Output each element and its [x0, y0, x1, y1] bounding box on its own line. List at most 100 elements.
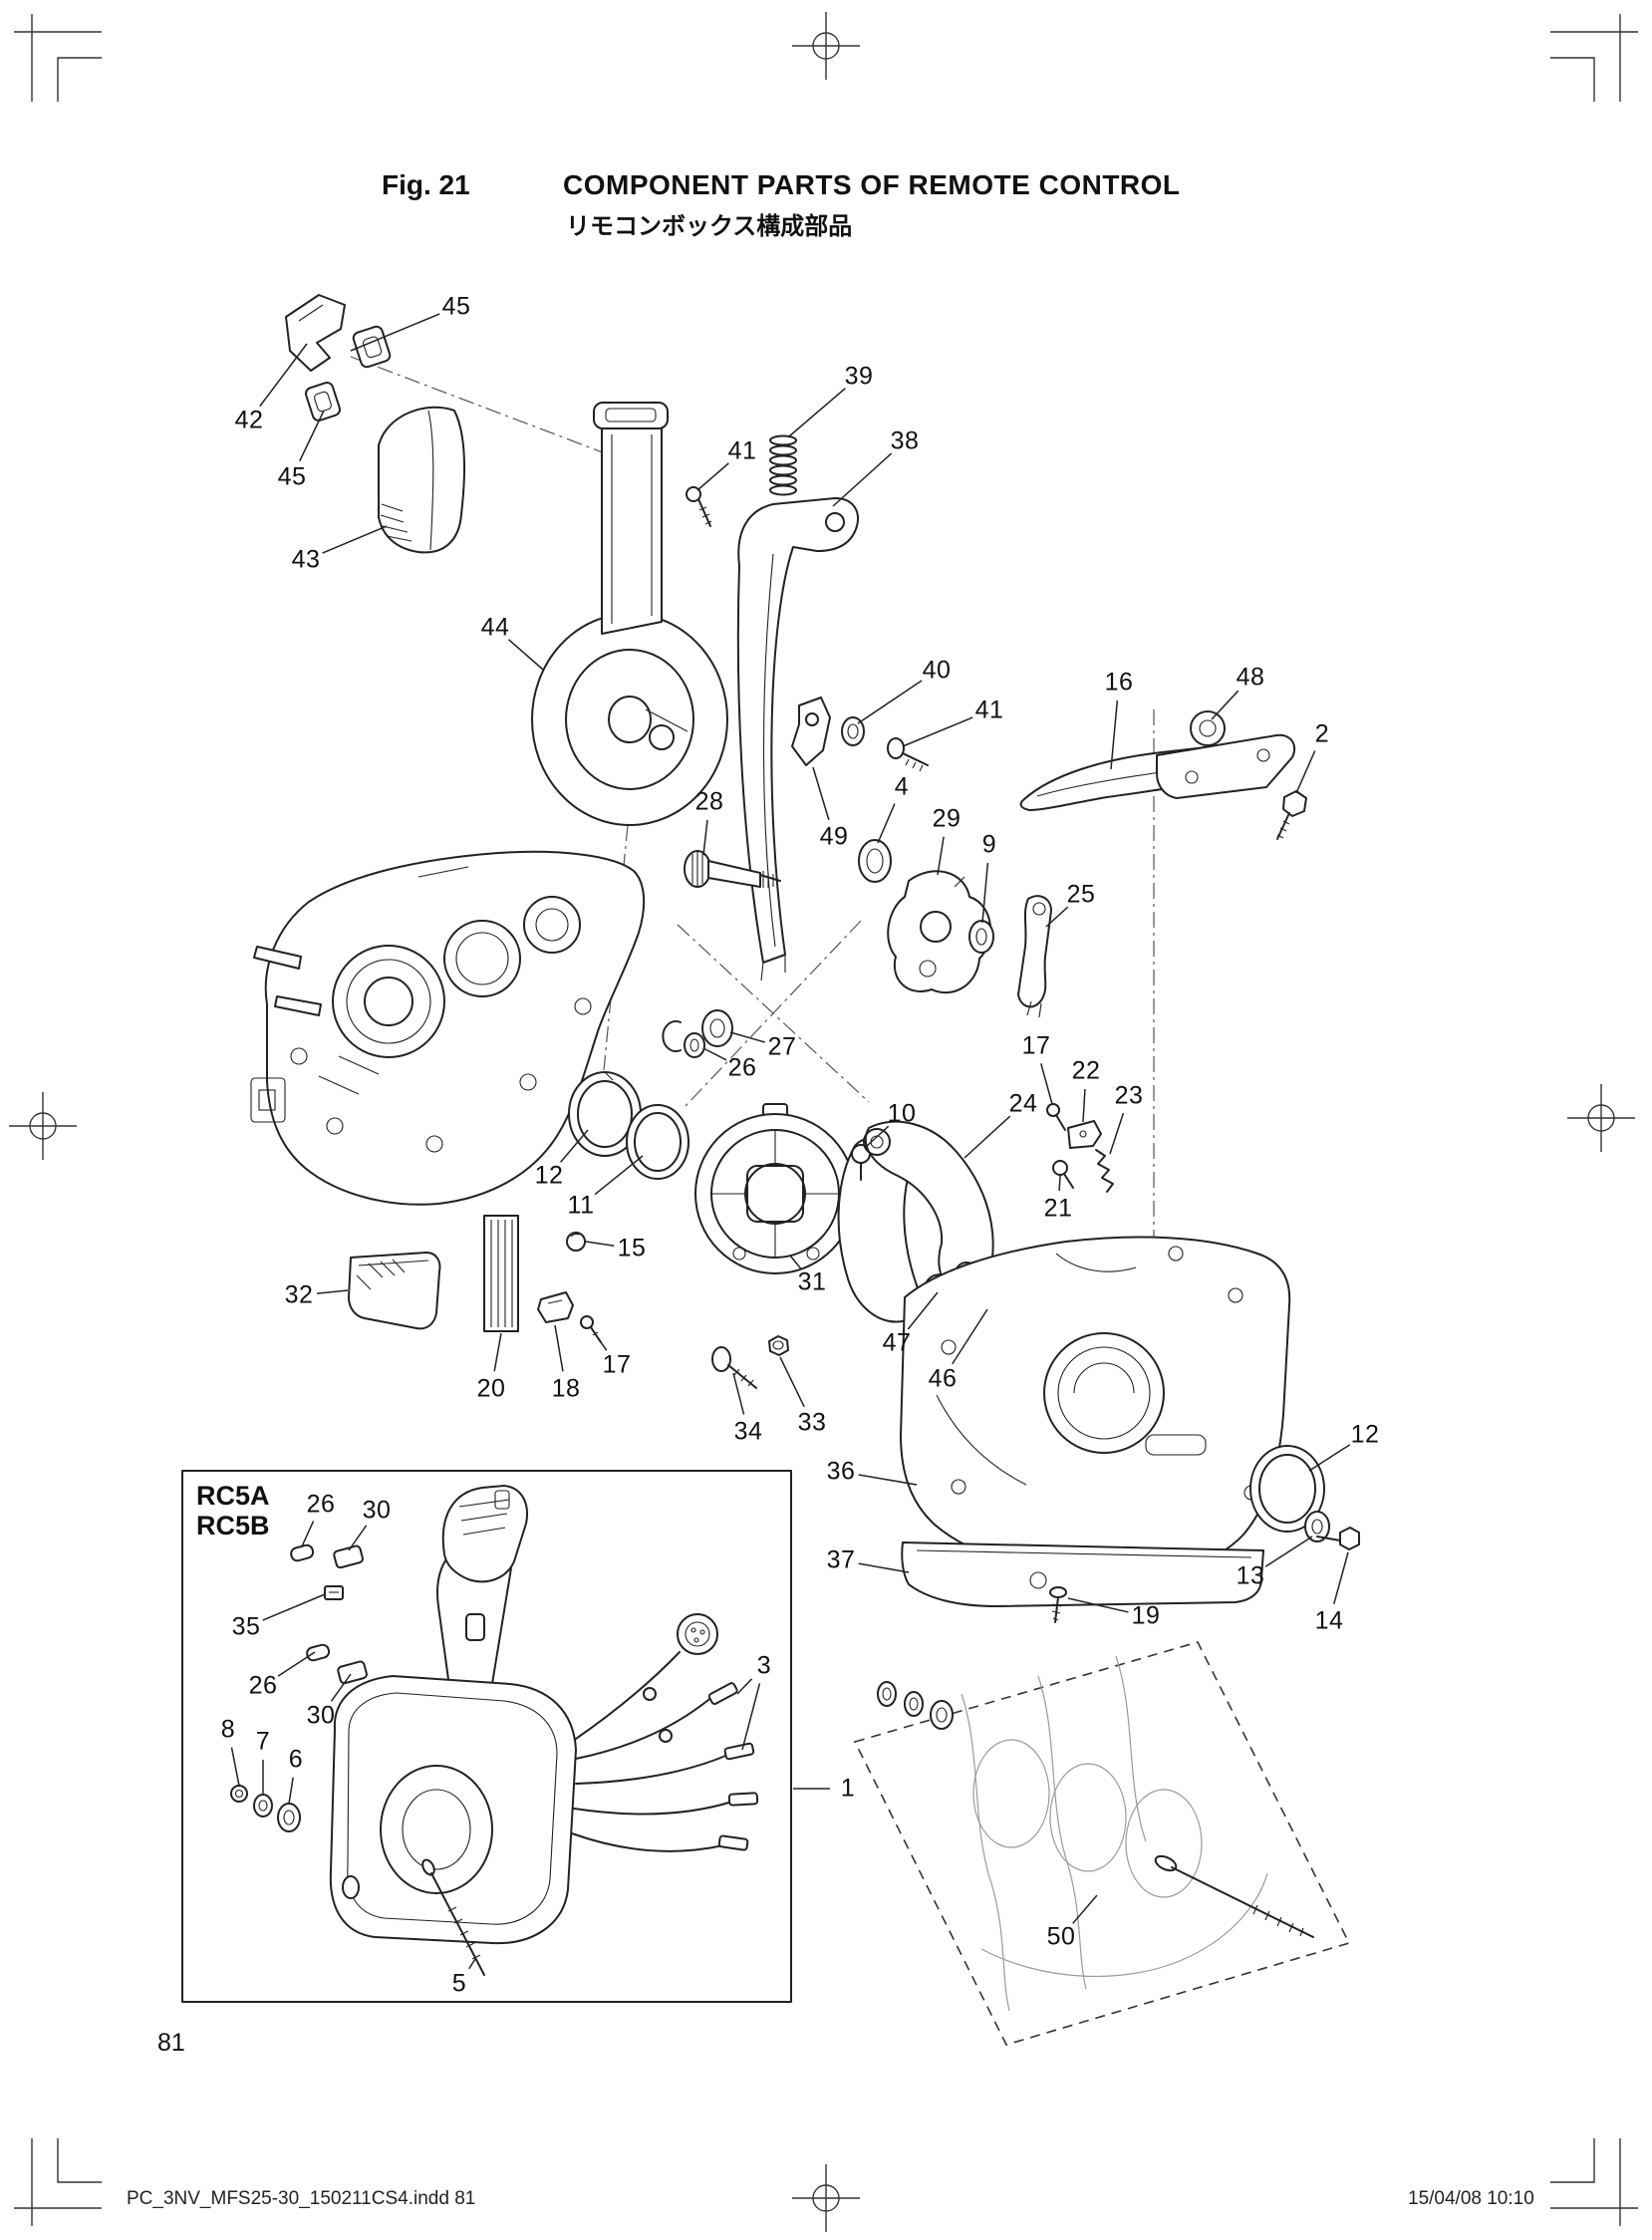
callout-46: 46	[928, 1364, 958, 1393]
callout-38: 38	[890, 426, 920, 455]
part-washer-13	[1304, 1511, 1330, 1542]
callout-28: 28	[694, 787, 724, 816]
footer-filename: PC_3NV_MFS25-30_150211CS4.indd 81	[127, 2188, 476, 2209]
callout-1: 1	[840, 1774, 856, 1803]
figure-subtitle-jp: リモコンボックス構成部品	[566, 213, 853, 240]
part-ball-15	[566, 1232, 586, 1252]
callout-15: 15	[617, 1234, 647, 1262]
part-screw-17b	[580, 1315, 602, 1343]
inset-box	[181, 1470, 792, 2003]
part-strip-37	[901, 1541, 1264, 1607]
part-screw-21	[1052, 1160, 1074, 1189]
part-housing-44	[531, 402, 728, 826]
callout-13: 13	[1236, 1561, 1265, 1590]
part-pad-45b	[304, 382, 342, 421]
callout-5: 5	[451, 1969, 467, 1998]
callout-45: 45	[277, 462, 307, 491]
callout-12: 12	[1350, 1420, 1380, 1449]
callout-26: 26	[306, 1490, 336, 1519]
part-link-25	[1017, 895, 1052, 1018]
part-cover-43	[378, 406, 465, 554]
part-washer-26	[662, 1020, 705, 1058]
callout-22: 22	[1071, 1056, 1101, 1085]
callout-50: 50	[1046, 1922, 1076, 1951]
part-pad-45a	[352, 325, 392, 369]
callout-7: 7	[255, 1727, 271, 1756]
part-bolt-34	[711, 1346, 757, 1389]
inset-model-labels: RC5A RC5B	[196, 1481, 270, 1540]
part-housing-front	[900, 1236, 1291, 1578]
part-screw-19	[1049, 1586, 1067, 1623]
callout-40: 40	[922, 656, 952, 685]
part-washer-27	[701, 1009, 733, 1047]
callout-41: 41	[727, 436, 757, 465]
part-screw-41b	[887, 737, 929, 772]
callout-26: 26	[248, 1671, 278, 1700]
callout-33: 33	[797, 1408, 827, 1437]
part-bracket-48	[1156, 733, 1296, 799]
callout-37: 37	[826, 1545, 856, 1574]
part-spring-23	[1095, 1149, 1114, 1193]
part-ring-12b	[1249, 1445, 1325, 1533]
callout-4: 4	[894, 772, 910, 801]
part-bracket-42	[285, 294, 346, 372]
figure-title: COMPONENT PARTS OF REMOTE CONTROL	[563, 169, 1181, 200]
part-washer-9	[968, 920, 994, 954]
model-label-rc5a: RC5A	[196, 1481, 270, 1511]
callout-35: 35	[231, 1612, 261, 1641]
region-50	[853, 1641, 1351, 2046]
footer-timestamp: 15/04/08 10:10	[1408, 2188, 1534, 2209]
callout-25: 25	[1066, 880, 1096, 909]
callout-30: 30	[362, 1496, 392, 1525]
callout-44: 44	[480, 613, 510, 642]
part-screw-41a	[686, 486, 712, 527]
callout-41: 41	[974, 696, 1004, 724]
part-cam-29	[887, 870, 992, 994]
inset-cables-3	[571, 1613, 759, 1852]
callout-12: 12	[534, 1161, 564, 1190]
part-drum-31	[694, 1103, 856, 1274]
callout-14: 14	[1314, 1606, 1344, 1635]
figure-label: Fig. 21	[382, 169, 470, 200]
part-screw-17a	[1046, 1103, 1066, 1131]
part-spring-39	[769, 434, 797, 496]
part-washer-40	[841, 716, 865, 746]
callout-26: 26	[727, 1053, 757, 1082]
inset-remote-unit	[329, 1485, 577, 1945]
part-shaft-28	[684, 850, 781, 888]
callout-45: 45	[441, 292, 471, 321]
part-screw-5	[421, 1858, 485, 1976]
part-clip-18	[537, 1291, 574, 1323]
callout-2: 2	[1314, 719, 1330, 748]
part-grommet-48	[1190, 710, 1226, 746]
part-nut-33	[768, 1335, 789, 1356]
callout-8: 8	[220, 1715, 236, 1744]
callout-34: 34	[733, 1417, 763, 1446]
callout-42: 42	[234, 406, 264, 434]
callout-17: 17	[1021, 1031, 1051, 1060]
callout-27: 27	[767, 1032, 797, 1061]
callout-19: 19	[1131, 1601, 1161, 1630]
callout-18: 18	[551, 1374, 581, 1403]
callout-23: 23	[1114, 1081, 1144, 1110]
callout-47: 47	[882, 1328, 912, 1357]
part-stack-20	[483, 1215, 519, 1332]
callout-43: 43	[291, 545, 321, 574]
callout-9: 9	[981, 830, 997, 859]
part-screw-2	[1276, 790, 1307, 840]
model-label-rc5b: RC5B	[196, 1511, 270, 1541]
part-ring-11	[626, 1104, 689, 1180]
callout-3: 3	[756, 1651, 772, 1680]
callout-24: 24	[1008, 1089, 1038, 1118]
callout-21: 21	[1043, 1194, 1073, 1223]
callout-48: 48	[1236, 663, 1265, 692]
callout-17: 17	[602, 1350, 632, 1379]
callout-36: 36	[826, 1457, 856, 1486]
callout-10: 10	[887, 1099, 917, 1128]
callout-30: 30	[306, 1701, 336, 1730]
part-bracket-32	[348, 1252, 441, 1330]
callout-20: 20	[476, 1374, 506, 1403]
part-bolt-14	[1316, 1527, 1360, 1550]
callout-49: 49	[819, 822, 849, 851]
